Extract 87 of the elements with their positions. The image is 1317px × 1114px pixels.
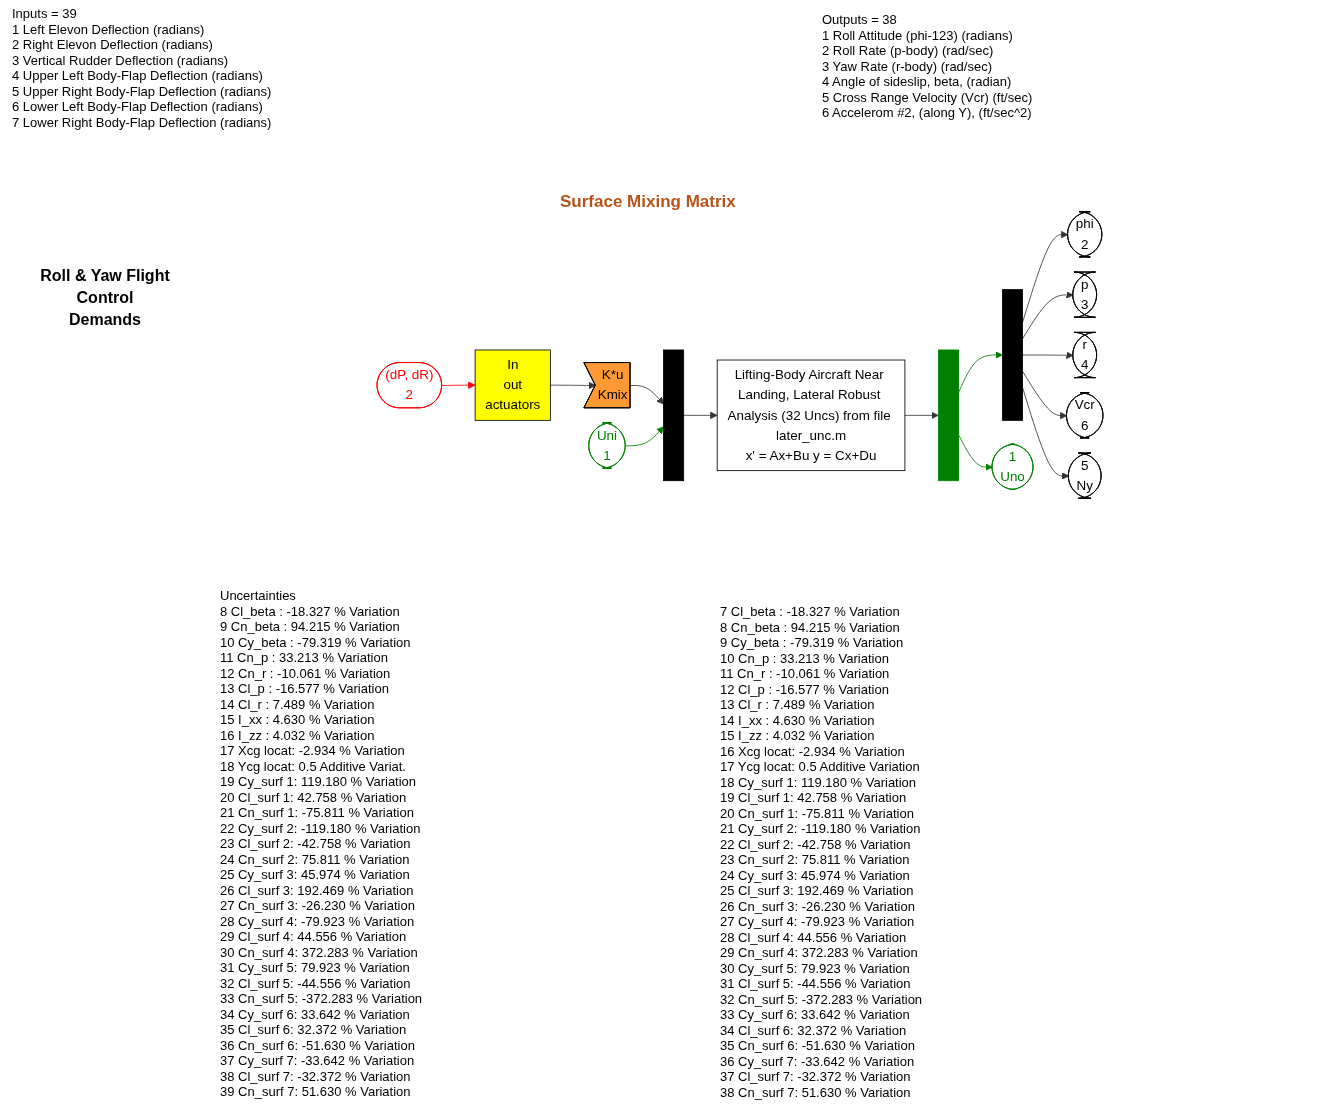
- uncertainty-list-item: 8 Cl_beta : -18.327 % Variation: [220, 603, 400, 619]
- uncertainty-list-item: 21 Cy_surf 2: -119.180 % Variation: [720, 821, 921, 837]
- uncertainty-list-item: 15 I_zz : 4.032 % Variation: [720, 728, 875, 744]
- uncertainty-list-item: 26 Cl_surf 3: 192.469 % Variation: [220, 882, 414, 898]
- uncertainty-list-item: 25 Cy_surf 3: 45.974 % Variation: [220, 867, 410, 883]
- uncertainty-list-item: 12 Cl_p : -16.577 % Variation: [720, 681, 889, 697]
- uncertainty-list-item: 16 I_zz : 4.032 % Variation: [220, 727, 375, 743]
- uncertainty-list-item: 15 I_xx : 4.630 % Variation: [220, 712, 375, 728]
- uncertainty-list-item: 7 Cl_beta : -18.327 % Variation: [720, 604, 900, 620]
- uncertainty-list-item: 28 Cl_surf 4: 44.556 % Variation: [720, 929, 907, 945]
- uncertainty-list-item: 17 Xcg locat: -2.934 % Variation: [220, 743, 405, 759]
- uncertainty-list-item: 14 I_xx : 4.630 % Variation: [720, 712, 875, 728]
- uncertainty-list-item: 9 Cy_beta : -79.319 % Variation: [720, 635, 904, 651]
- node-bar: [1002, 289, 1023, 421]
- uncertainty-list-item: 20 Cn_surf 1: -75.811 % Variation: [720, 805, 914, 821]
- uncertainty-list-item: 32 Cn_surf 5: -372.283 % Variation: [720, 991, 923, 1007]
- output-list-item: 1 Roll Attitude (phi-123) (radians): [822, 27, 1013, 43]
- input-list-item: 2 Right Elevon Deflection (radians): [12, 37, 213, 53]
- uncertainty-list-item: 19 Cl_surf 1: 42.758 % Variation: [720, 790, 907, 806]
- uncertainty-list-item: 39 Cn_surf 7: 51.630 % Variation: [220, 1084, 411, 1100]
- input-list-item: 7 Lower Right Body-Flap Deflection (radians): [12, 114, 272, 130]
- uncertainty-list-item: 27 Cn_surf 3: -26.230 % Variation: [220, 898, 415, 914]
- input-list-item: 3 Vertical Rudder Deflection (radians): [12, 52, 229, 68]
- uncertainty-list-item: 30 Cy_surf 5: 79.923 % Variation: [720, 960, 910, 976]
- input-list-item: 6 Lower Left Body-Flap Deflection (radians): [12, 99, 263, 115]
- uncertainty-list-item: 22 Cy_surf 2: -119.180 % Variation: [220, 820, 421, 836]
- uncertainty-list-item: 33 Cy_surf 6: 33.642 % Variation: [720, 1007, 910, 1023]
- uncertainty-list-item: 24 Cn_surf 2: 75.811 % Variation: [220, 851, 410, 867]
- uncertainty-list-item: 33 Cn_surf 5: -372.283 % Variation: [220, 991, 423, 1007]
- uncertainty-list-item: 35 Cn_surf 6: -51.630 % Variation: [720, 1038, 915, 1054]
- annotation-text: Roll & Yaw Flight Control Demands: [40, 266, 170, 330]
- uncertainty-list-item: 17 Ycg locat: 0.5 Additive Variation: [720, 759, 920, 775]
- node-box: In out actuators: [474, 349, 551, 421]
- uncertainty-list-item: 13 Cl_r : 7.489 % Variation: [720, 697, 875, 713]
- node-bar: [938, 349, 959, 482]
- output-list-item: 3 Yaw Rate (r-body) (rad/sec): [822, 58, 993, 74]
- uncertainty-list-item: 32 Cl_surf 5: -44.556 % Variation: [220, 975, 411, 991]
- uncertainty-list-item: 35 Cl_surf 6: 32.372 % Variation: [220, 1022, 407, 1038]
- output-list-item: 5 Cross Range Velocity (Vcr) (ft/sec): [822, 89, 1033, 105]
- output-list-item: 4 Angle of sideslip, beta, (radian): [822, 74, 1012, 90]
- uncertainty-list-item: 29 Cl_surf 4: 44.556 % Variation: [220, 929, 407, 945]
- uncertainty-list-item: 21 Cn_surf 1: -75.811 % Variation: [220, 805, 414, 821]
- block-title: Surface Mixing Matrix: [560, 192, 736, 212]
- uncertainty-list-item: 11 Cn_p : 33.213 % Variation: [220, 650, 388, 666]
- uncertainty-list-item: 38 Cn_surf 7: 51.630 % Variation: [720, 1084, 911, 1100]
- uncertainty-list-item: 22 Cl_surf 2: -42.758 % Variation: [720, 836, 911, 852]
- uncertainty-list-item: 18 Ycg locat: 0.5 Additive Variat.: [220, 758, 406, 774]
- uncertainty-list-item: 25 Cl_surf 3: 192.469 % Variation: [720, 883, 914, 899]
- uncertainty-list-item: 16 Xcg locat: -2.934 % Variation: [720, 743, 905, 759]
- uncertainty-list-item: 19 Cy_surf 1: 119.180 % Variation: [220, 774, 417, 790]
- uncertainty-list-item: 24 Cy_surf 3: 45.974 % Variation: [720, 867, 910, 883]
- output-list-item: 6 Accelerom #2, (along Y), (ft/sec^2): [822, 105, 1032, 121]
- node-box: Lifting-Body Aircraft Near Landing, Lateral Robust Analysis (32 Uncs) from file later_unc.m x' = Ax+Bu y = Cx+Du: [716, 359, 906, 472]
- input-list-item: 1 Left Elevon Deflection (radians): [12, 21, 205, 37]
- uncertainty-list-item: 13 Cl_p : -16.577 % Variation: [220, 681, 389, 697]
- uncertainty-list-item: 26 Cn_surf 3: -26.230 % Variation: [720, 898, 915, 914]
- list-heading: Uncertainties: [220, 588, 296, 604]
- input-list-item: 4 Upper Left Body-Flap Deflection (radians): [12, 68, 263, 84]
- uncertainty-list-item: 31 Cl_surf 5: -44.556 % Variation: [720, 976, 911, 992]
- uncertainty-list-item: 30 Cn_surf 4: 372.283 % Variation: [220, 944, 418, 960]
- uncertainty-list-item: 31 Cy_surf 5: 79.923 % Variation: [220, 960, 410, 976]
- uncertainty-list-item: 18 Cy_surf 1: 119.180 % Variation: [720, 774, 917, 790]
- uncertainty-list-item: 11 Cn_r : -10.061 % Variation: [720, 666, 890, 682]
- uncertainty-list-item: 28 Cy_surf 4: -79.923 % Variation: [220, 913, 415, 929]
- input-list-item: 5 Upper Right Body-Flap Deflection (radians): [12, 83, 272, 99]
- uncertainty-list-item: 34 Cl_surf 6: 32.372 % Variation: [720, 1022, 907, 1038]
- uncertainty-list-item: 23 Cn_surf 2: 75.811 % Variation: [720, 852, 910, 868]
- node-bar: [663, 349, 685, 482]
- uncertainty-list-item: 29 Cn_surf 4: 372.283 % Variation: [720, 945, 918, 961]
- uncertainty-list-item: 23 Cl_surf 2: -42.758 % Variation: [220, 836, 411, 852]
- list-heading: Outputs = 38: [822, 12, 897, 28]
- uncertainty-list-item: 14 Cl_r : 7.489 % Variation: [220, 696, 375, 712]
- uncertainty-list-item: 34 Cy_surf 6: 33.642 % Variation: [220, 1006, 410, 1022]
- uncertainty-list-item: 12 Cn_r : -10.061 % Variation: [220, 665, 391, 681]
- uncertainty-list-item: 27 Cy_surf 4: -79.923 % Variation: [720, 914, 915, 930]
- uncertainty-list-item: 37 Cl_surf 7: -32.372 % Variation: [720, 1069, 911, 1085]
- uncertainty-list-item: 8 Cn_beta : 94.215 % Variation: [720, 619, 900, 635]
- list-heading: Inputs = 39: [12, 6, 77, 22]
- output-list-item: 2 Roll Rate (p-body) (rad/sec): [822, 43, 994, 59]
- uncertainty-list-item: 9 Cn_beta : 94.215 % Variation: [220, 619, 400, 635]
- uncertainty-list-item: 10 Cn_p : 33.213 % Variation: [720, 650, 889, 666]
- uncertainty-list-item: 37 Cy_surf 7: -33.642 % Variation: [220, 1053, 415, 1069]
- uncertainty-list-item: 20 Cl_surf 1: 42.758 % Variation: [220, 789, 407, 805]
- uncertainty-list-item: 36 Cn_surf 6: -51.630 % Variation: [220, 1037, 415, 1053]
- uncertainty-list-item: 36 Cy_surf 7: -33.642 % Variation: [720, 1053, 915, 1069]
- uncertainty-list-item: 38 Cl_surf 7: -32.372 % Variation: [220, 1068, 411, 1084]
- uncertainty-list-item: 10 Cy_beta : -79.319 % Variation: [220, 634, 411, 650]
